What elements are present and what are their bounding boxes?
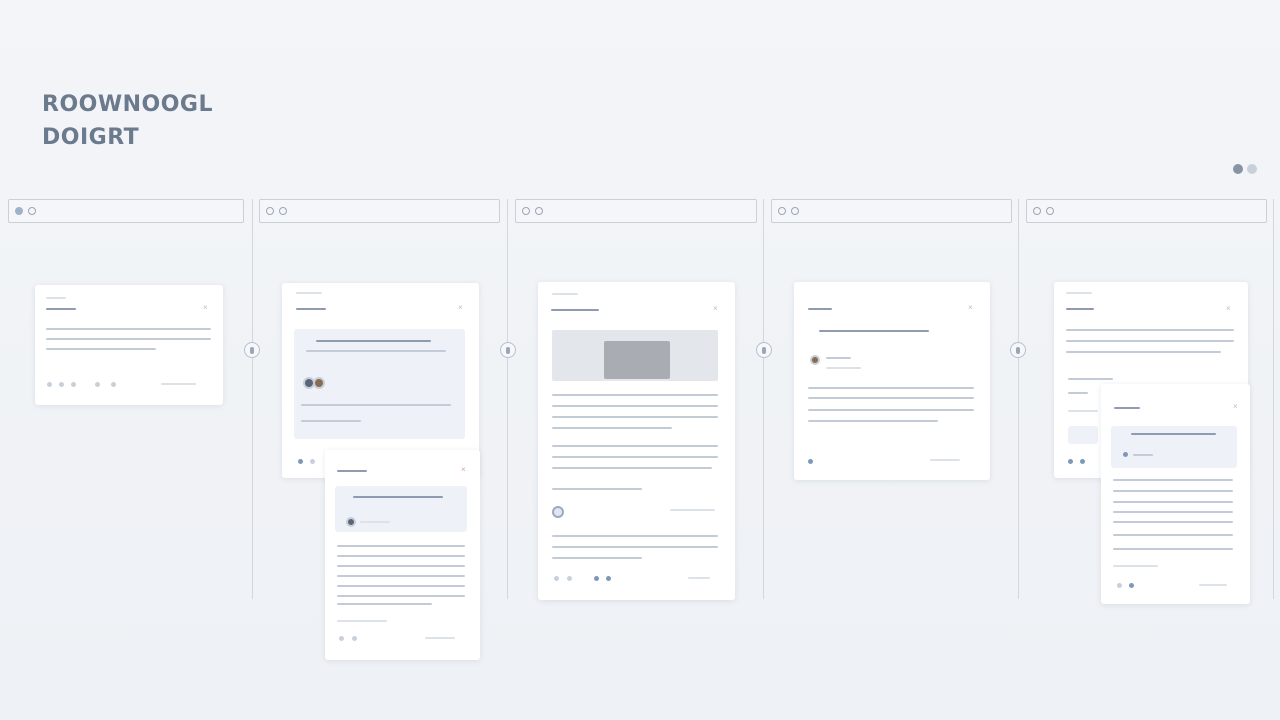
page-dot-1[interactable]: [1233, 164, 1243, 174]
like-icon[interactable]: [310, 459, 315, 464]
column-header-3[interactable]: [515, 199, 757, 223]
card-dragging[interactable]: ×: [325, 450, 480, 660]
logo-line-1: ROOWNOOGL: [42, 92, 214, 117]
page-dot-2[interactable]: [1247, 164, 1257, 174]
column-icon: [266, 207, 274, 215]
close-icon[interactable]: ×: [713, 304, 718, 313]
card[interactable]: ×: [35, 285, 223, 405]
attach-icon[interactable]: [95, 382, 100, 387]
like-icon[interactable]: [352, 636, 357, 641]
column-header-1[interactable]: [8, 199, 244, 223]
card[interactable]: ×: [538, 282, 735, 600]
column-divider: [1018, 199, 1019, 599]
column-icon: [522, 207, 530, 215]
column-header-2[interactable]: [259, 199, 500, 223]
comment-icon[interactable]: [808, 459, 813, 464]
search-icon: [279, 207, 287, 215]
comment-icon[interactable]: [298, 459, 303, 464]
avatar: [810, 355, 820, 365]
tag-icon[interactable]: [111, 382, 116, 387]
avatar: [552, 506, 564, 518]
status-icon: [1123, 452, 1128, 457]
comment-icon[interactable]: [1068, 459, 1073, 464]
comment-icon[interactable]: [1117, 583, 1122, 588]
card[interactable]: ×: [282, 283, 479, 478]
avatar: [313, 377, 325, 389]
comment-icon[interactable]: [339, 636, 344, 641]
search-icon: [28, 207, 36, 215]
tag-icon[interactable]: [606, 576, 611, 581]
share-icon[interactable]: [71, 382, 76, 387]
column-divider: [507, 199, 508, 599]
share-icon[interactable]: [594, 576, 599, 581]
resize-handle[interactable]: [244, 342, 260, 358]
comment-icon[interactable]: [554, 576, 559, 581]
column-header-5[interactable]: [1026, 199, 1267, 223]
column-divider: [1273, 199, 1274, 599]
resize-handle[interactable]: [500, 342, 516, 358]
column-divider: [252, 199, 253, 599]
column-icon: [15, 207, 23, 215]
app-logo: ROOWNOOGL DOIGRT: [42, 88, 213, 154]
close-icon[interactable]: ×: [458, 303, 463, 312]
close-icon[interactable]: ×: [203, 303, 208, 312]
like-icon[interactable]: [567, 576, 572, 581]
close-icon[interactable]: ×: [461, 465, 466, 474]
close-icon[interactable]: ×: [1233, 402, 1238, 411]
card-image[interactable]: [552, 330, 718, 381]
nested-preview[interactable]: [335, 486, 467, 532]
close-icon[interactable]: ×: [1226, 304, 1231, 313]
avatar: [346, 517, 356, 527]
comment-icon[interactable]: [47, 382, 52, 387]
card-dragging[interactable]: ×: [1101, 384, 1250, 604]
card[interactable]: ×: [794, 282, 990, 480]
column-divider: [763, 199, 764, 599]
column-icon: [778, 207, 786, 215]
logo-line-2: DOIGRT: [42, 125, 140, 150]
search-icon: [1046, 207, 1054, 215]
column-icon: [1033, 207, 1041, 215]
resize-handle[interactable]: [1010, 342, 1026, 358]
like-icon[interactable]: [1129, 583, 1134, 588]
resize-handle[interactable]: [756, 342, 772, 358]
column-header-4[interactable]: [771, 199, 1012, 223]
page-indicator: [1233, 164, 1257, 174]
close-icon[interactable]: ×: [968, 303, 973, 312]
search-icon: [535, 207, 543, 215]
search-icon: [791, 207, 799, 215]
like-icon[interactable]: [59, 382, 64, 387]
like-icon[interactable]: [1080, 459, 1085, 464]
